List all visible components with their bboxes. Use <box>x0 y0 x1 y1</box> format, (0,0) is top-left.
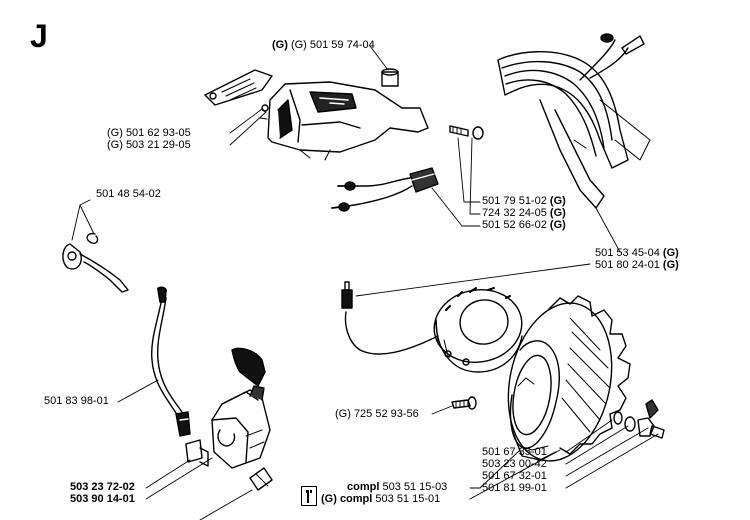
part-label: 501 67 32-01 <box>482 470 547 483</box>
part-number: 501 48 54-02 <box>96 188 161 200</box>
part-label: 501 81 99-01 <box>482 482 547 495</box>
part-number: 501 81 99-01 <box>482 482 547 494</box>
cable-clip <box>62 232 129 293</box>
cover-assembly <box>204 68 429 161</box>
part-label: 503 23 00-42 <box>482 458 547 471</box>
g-suffix: (G) <box>662 247 679 259</box>
part-number: 501 67 35-01 <box>482 446 547 458</box>
part-label: 501 80 24-01 (G) <box>595 259 679 272</box>
part-label: (G) 503 21 29-05 <box>107 139 191 152</box>
part-label: 503 23 72-02 <box>70 481 135 494</box>
part-number: (G) 503 21 29-05 <box>107 139 191 151</box>
part-number: 503 90 14-01 <box>70 493 135 505</box>
part-number: 501 80 24-01 <box>595 259 660 271</box>
part-label: (G) 501 62 93-05 <box>107 127 191 140</box>
part-number: (G) 501 59 74-04 <box>290 39 375 51</box>
ignition-lead <box>150 286 191 437</box>
part-number: (G) 501 62 93-05 <box>107 127 191 139</box>
part-number: 501 52 66-02 <box>482 219 547 231</box>
part-number: 503 51 15-03 <box>382 481 448 493</box>
g-suffix: (G) <box>549 207 566 219</box>
ignition-module <box>185 347 271 469</box>
screw-and-washer <box>449 125 484 140</box>
stator-screw <box>451 396 477 410</box>
leader-lines <box>71 45 659 520</box>
part-label: compl 503 51 15-03 <box>347 481 447 494</box>
part-number: 503 23 00-42 <box>482 458 547 470</box>
part-label: 501 83 98-01 <box>44 395 109 408</box>
part-prefix: compl <box>347 481 380 493</box>
part-label: 501 52 66-02 (G) <box>482 219 566 232</box>
part-label: (G) 725 52 93-56 <box>335 408 419 421</box>
stator-plate <box>341 281 523 373</box>
part-label: 501 79 51-02 (G) <box>482 195 566 208</box>
section-letter: J <box>30 18 48 54</box>
part-label: (G) compl 503 51 15-01 <box>321 493 440 506</box>
part-number: 501 53 45-04 <box>595 247 660 259</box>
part-prefix: (G) compl <box>321 493 373 505</box>
part-number: 503 51 15-01 <box>375 493 441 505</box>
part-number: 501 83 98-01 <box>44 395 109 407</box>
part-label: 501 67 35-01 <box>482 446 547 459</box>
part-label: 501 48 54-02 <box>96 188 161 201</box>
g-suffix: (G) <box>549 219 566 231</box>
screw-bottom <box>249 467 273 491</box>
part-number: 501 67 32-01 <box>482 470 547 482</box>
g-suffix: (G) <box>549 195 566 207</box>
part-label: 501 53 45-04 (G) <box>595 247 679 260</box>
part-number: 501 79 51-02 <box>482 195 547 207</box>
part-label: (G) (G) 501 59 74-04 <box>272 39 375 51</box>
part-label: 503 90 14-01 <box>70 493 135 506</box>
part-number: 724 32 24-05 <box>482 207 547 219</box>
tool-icon <box>301 486 317 506</box>
stop-switch <box>331 167 439 212</box>
part-number: 503 23 72-02 <box>70 481 135 493</box>
g-suffix: (G) <box>662 259 679 271</box>
part-label: 724 32 24-05 (G) <box>482 207 566 220</box>
part-number: (G) 725 52 93-56 <box>335 408 419 420</box>
flywheel <box>507 295 631 462</box>
wire-harness <box>497 33 651 209</box>
